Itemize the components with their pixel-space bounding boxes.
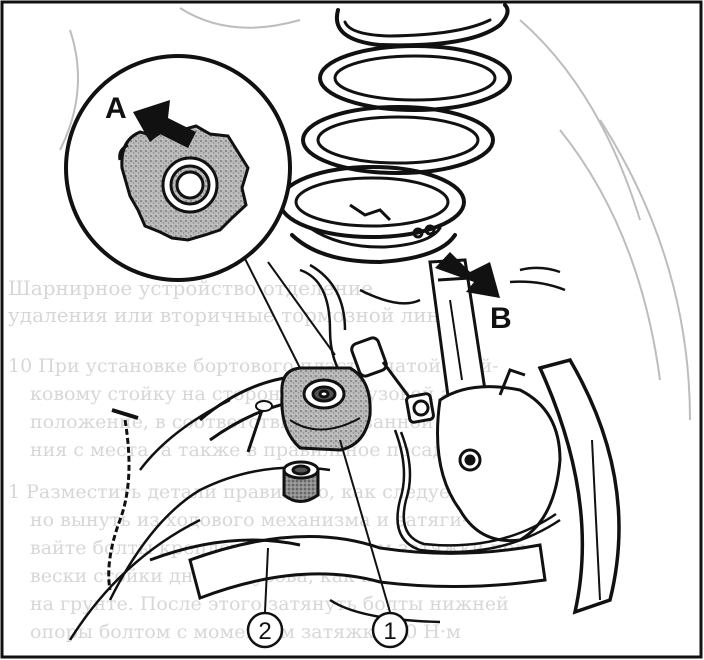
leader-lines (227, 224, 391, 613)
cable-left (107, 419, 131, 591)
detail-inset (64, 54, 292, 282)
steering-knuckle (436, 368, 562, 543)
brake-disc (537, 357, 621, 615)
fender-background (59, 7, 691, 421)
callout-1-label: 1 (383, 618, 396, 645)
inset-mount (118, 124, 250, 242)
callout-2: 2 (246, 611, 284, 649)
ghost-line: положение, в соответствии с указанной по… (30, 411, 470, 433)
coil-spring (278, 3, 512, 265)
ghost-line: но вынуть из ходового механизма и затяги… (30, 509, 468, 531)
callout-a-label: A (105, 92, 127, 125)
stabilizer-link (350, 336, 435, 424)
ghost-line: опоры болтом с моментом затяжки 90 Н·м (30, 621, 461, 643)
arrow-b (435, 252, 500, 298)
arrow-a (133, 100, 196, 148)
ghost-line: ковому стойку на стороне, что грузовой а… (30, 383, 517, 405)
rubber-bushing (282, 460, 320, 503)
spring-seat (349, 203, 436, 239)
ghost-line: удаления или вторичные тормозной линии (8, 303, 467, 327)
cable-clip (111, 408, 139, 420)
callout-b-label: B (490, 302, 512, 335)
ghost-line: 1 Разместить детали правильно, как следу… (8, 481, 461, 503)
callout-2-label: 2 (258, 618, 271, 645)
strut-mount (280, 366, 372, 452)
bolt (246, 400, 273, 453)
callout-1: 1 (371, 611, 409, 649)
brake-hose (393, 429, 561, 554)
ghost-line: 10 При установке бортового пластинчатой … (8, 355, 499, 377)
